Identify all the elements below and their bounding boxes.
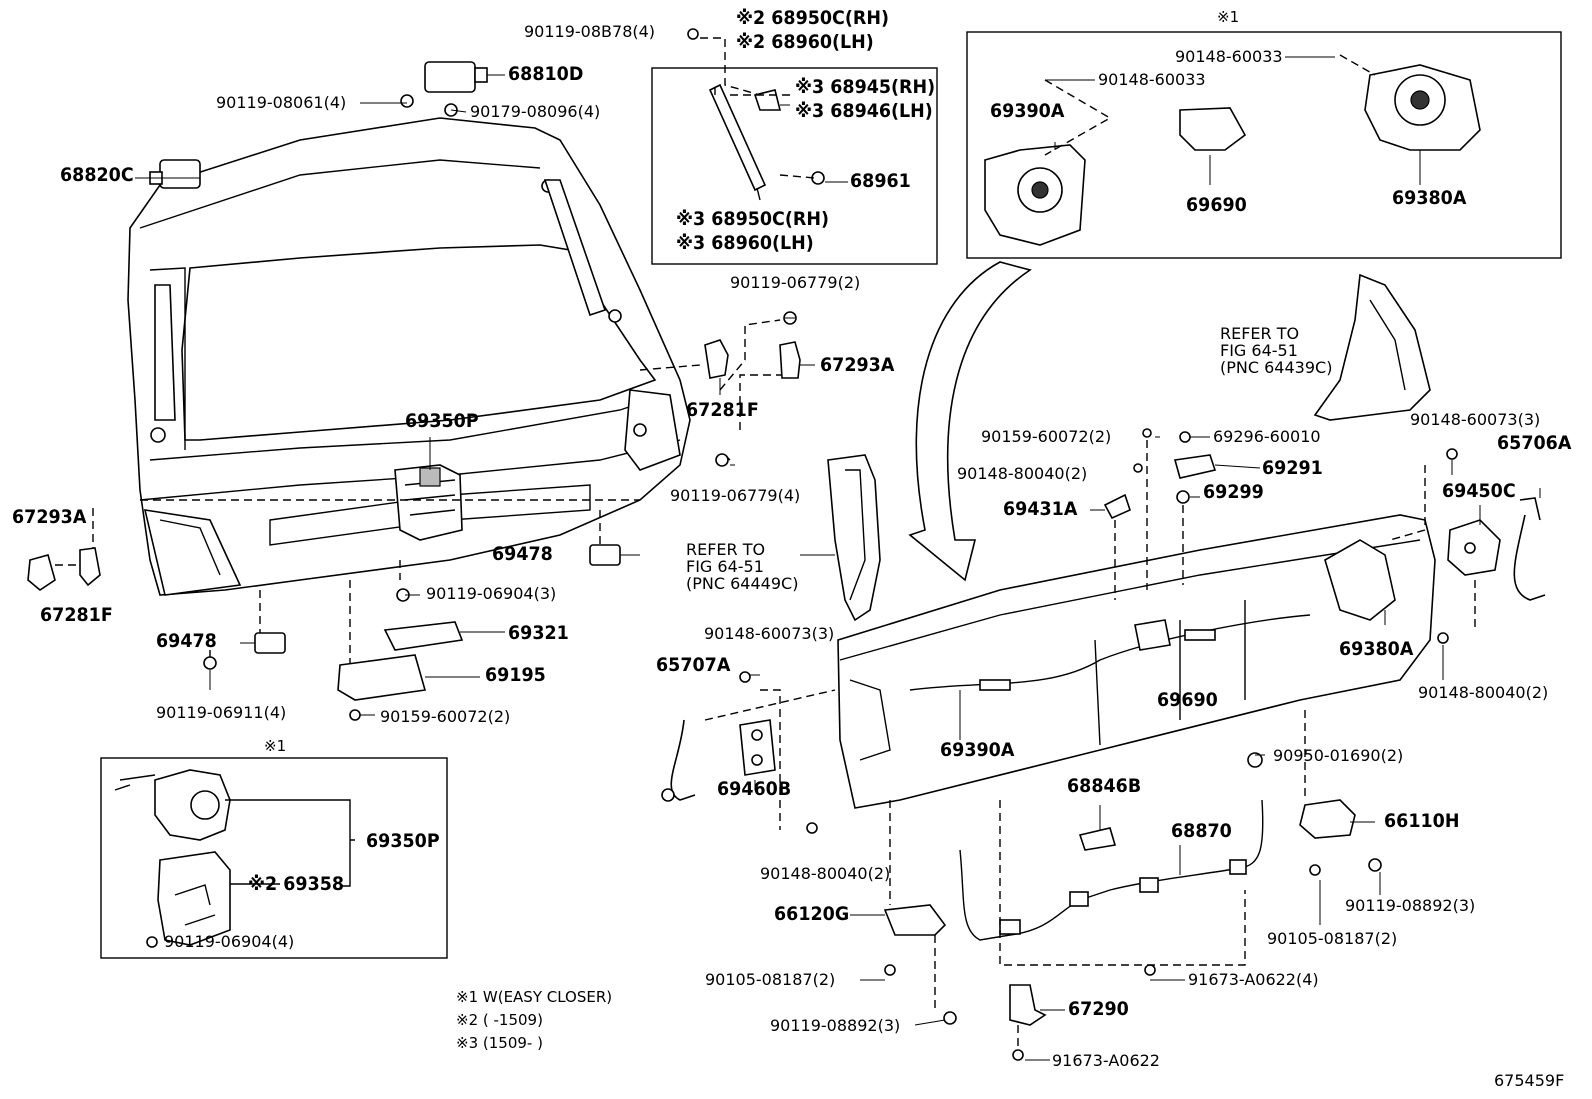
callout-69291: 69291 — [1262, 457, 1323, 479]
callout-69321: 69321 — [508, 622, 569, 644]
callout-68945-rh: ※3 68945(RH) — [795, 76, 936, 98]
callout-69390a-top: 69390A — [990, 100, 1065, 122]
callout-69296-60010: 69296-60010 — [1213, 427, 1321, 446]
callout-90119-08b78: 90119-08B78(4) — [524, 22, 656, 41]
refer-left-line3: (PNC 64449C) — [686, 574, 799, 593]
callout-90105-08187-right: 90105-08187(2) — [1267, 929, 1398, 948]
callout-67281f-left: 67281F — [40, 604, 113, 626]
callout-69380a-bottom: 69380A — [1339, 638, 1414, 660]
diagram-ref-code: 675459F — [1494, 1071, 1565, 1090]
box-label-top: ※1 — [1217, 8, 1240, 26]
callout-65706a: 65706A — [1497, 432, 1572, 454]
callout-68810d: 68810D — [508, 63, 584, 85]
callout-66110h: 66110H — [1384, 810, 1460, 832]
callout-68960-lh-3: ※3 68960(LH) — [676, 232, 814, 254]
callout-90159-60072-left: 90159-60072(2) — [380, 707, 511, 726]
callout-90179-08096: 90179-08096(4) — [470, 102, 601, 121]
footnote-2: ※2 ( -1509) — [456, 1011, 543, 1029]
callout-69358: ※2 69358 — [248, 873, 345, 895]
callout-91673-a0622-4: 91673-A0622(4) — [1188, 970, 1319, 989]
callout-69390a-bottom: 69390A — [940, 739, 1015, 761]
callout-90148-60033-a: 90148-60033 — [1175, 47, 1283, 66]
lower-center-parts — [661, 671, 1382, 1061]
striker-parts — [1389, 448, 1546, 644]
callout-90119-06779-2: 90119-06779(2) — [730, 273, 861, 292]
callout-90119-06904-3: 90119-06904(3) — [426, 584, 557, 603]
door-latch-assembly — [394, 464, 463, 541]
callout-90148-80040-mid: 90148-80040(2) — [957, 464, 1088, 483]
callout-69195: 69195 — [485, 664, 546, 686]
callout-91673-a0622: 91673-A0622 — [1052, 1051, 1160, 1070]
hinge-small-parts — [1103, 428, 1217, 600]
callout-67293a-right: 67293A — [820, 354, 895, 376]
callout-69350p-box: 69350P — [366, 830, 440, 852]
callout-65707a: 65707A — [656, 654, 731, 676]
callout-90119-08892-right: 90119-08892(3) — [1345, 896, 1476, 915]
refer-left-line2: FIG 64-51 — [686, 557, 764, 576]
callout-90148-80040-right: 90148-80040(2) — [1418, 683, 1549, 702]
direction-arrow — [908, 261, 1032, 582]
callout-68946-lh: ※3 68946(LH) — [795, 100, 933, 122]
callout-69350p-door: 69350P — [405, 410, 479, 432]
callout-90148-60073-left: 90148-60073(3) — [704, 624, 835, 643]
leader-lines — [135, 37, 1541, 1061]
callout-69450c: 69450C — [1442, 480, 1516, 502]
refer-right-line3: (PNC 64439C) — [1220, 358, 1333, 377]
easy-closer-top — [966, 31, 1562, 259]
box-label-bottom: ※1 — [264, 737, 287, 755]
callout-90119-06911: 90119-06911(4) — [156, 703, 287, 722]
callout-69478-left: 69478 — [156, 630, 217, 652]
callout-90159-60072-mid: 90159-60072(2) — [981, 427, 1112, 446]
gas-strut — [651, 67, 938, 265]
callout-68870: 68870 — [1171, 820, 1232, 842]
callout-90119-06779-4: 90119-06779(4) — [670, 486, 801, 505]
left-lower-parts — [27, 311, 801, 721]
callout-68960-lh-2: ※2 68960(LH) — [736, 31, 874, 53]
refer-right-line2: FIG 64-51 — [1220, 341, 1298, 360]
callout-68950c-rh-2: ※2 68950C(RH) — [736, 7, 889, 29]
callout-69478-right: 69478 — [492, 543, 553, 565]
callout-69690-bottom: 69690 — [1157, 689, 1218, 711]
footnote-3: ※3 (1509- ) — [456, 1034, 543, 1052]
callout-67290: 67290 — [1068, 998, 1129, 1020]
callout-90148-60033-b: 90148-60033 — [1098, 70, 1206, 89]
callout-69299: 69299 — [1203, 481, 1264, 503]
refer-note-left: REFER TO FIG 64-51 (PNC 64449C) — [686, 541, 798, 592]
refer-right-line1: REFER TO — [1220, 324, 1300, 343]
callout-90119-08892-left: 90119-08892(3) — [770, 1016, 901, 1035]
callout-68961: 68961 — [850, 170, 911, 192]
refer-note-right: REFER TO FIG 64-51 (PNC 64439C) — [1220, 325, 1332, 376]
callout-90148-80040-bottom: 90148-80040(2) — [760, 864, 891, 883]
easy-closer-bottom — [100, 757, 448, 959]
callout-67293a-left: 67293A — [12, 506, 87, 528]
callout-68820c: 68820C — [60, 164, 134, 186]
callout-68950c-rh-3: ※3 68950C(RH) — [676, 208, 829, 230]
callout-69460b: 69460B — [717, 778, 792, 800]
trim-parts — [827, 273, 1431, 622]
callout-90950-01690: 90950-01690(2) — [1273, 746, 1404, 765]
callout-90119-08061: 90119-08061(4) — [216, 93, 347, 112]
callout-90119-06904-4: 90119-06904(4) — [164, 932, 295, 951]
back-door-lower-panel — [837, 514, 1436, 809]
callout-69431a: 69431A — [1003, 498, 1078, 520]
callout-90105-08187-left: 90105-08187(2) — [705, 970, 836, 989]
footnote-1: ※1 W(EASY CLOSER) — [456, 988, 613, 1006]
callout-90148-60073-right: 90148-60073(3) — [1410, 410, 1541, 429]
callout-69690-top: 69690 — [1186, 194, 1247, 216]
callout-66120g: 66120G — [774, 903, 850, 925]
refer-left-line1: REFER TO — [686, 540, 766, 559]
callout-67281f-right: 67281F — [686, 399, 759, 421]
callout-69380a-top: 69380A — [1392, 187, 1467, 209]
back-door-panel — [127, 117, 691, 596]
callout-68846b: 68846B — [1067, 775, 1142, 797]
